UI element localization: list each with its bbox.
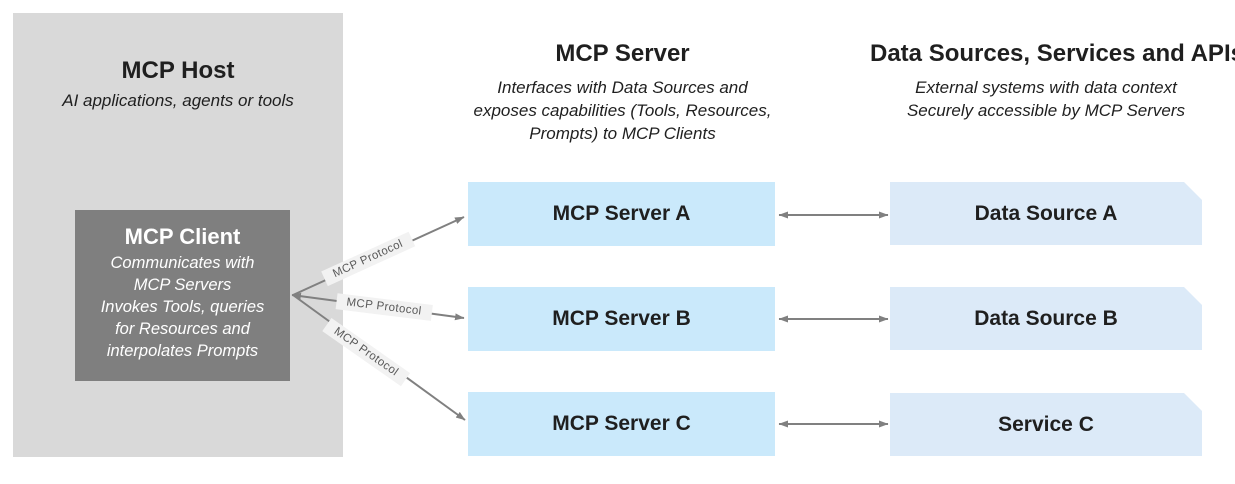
client-description: Communicates with MCP Servers Invokes To…	[100, 254, 265, 360]
mcp-protocol-label-middle: MCP Protocol	[335, 293, 433, 321]
host-title: MCP Host	[121, 57, 235, 84]
server-to-datasource-arrows	[778, 211, 889, 428]
service-c-box: Service C	[890, 393, 1202, 456]
data-sources-title: Data Sources, Services and APIs	[870, 40, 1235, 67]
mcp-server-b-box: MCP Server B	[468, 287, 775, 351]
client-title: MCP Client	[124, 224, 241, 249]
data-sources-column-header: Data Sources, Services and APIs External…	[870, 40, 1235, 122]
mcp-server-title: MCP Server	[555, 40, 690, 67]
mcp-server-a-box: MCP Server A	[468, 182, 775, 246]
mcp-server-subtitle: Interfaces with Data Sources and exposes…	[473, 78, 772, 143]
mcp-client-box: MCP Client Communicates with MCP Servers…	[75, 210, 290, 381]
mcp-server-c-box: MCP Server C	[468, 392, 775, 456]
host-subtitle: AI applications, agents or tools	[62, 91, 294, 110]
mcp-server-column-header: MCP Server Interfaces with Data Sources …	[440, 40, 805, 145]
data-source-a-box: Data Source A	[890, 182, 1202, 245]
data-source-b-box: Data Source B	[890, 287, 1202, 350]
data-sources-subtitle: External systems with data context Secur…	[906, 78, 1186, 120]
